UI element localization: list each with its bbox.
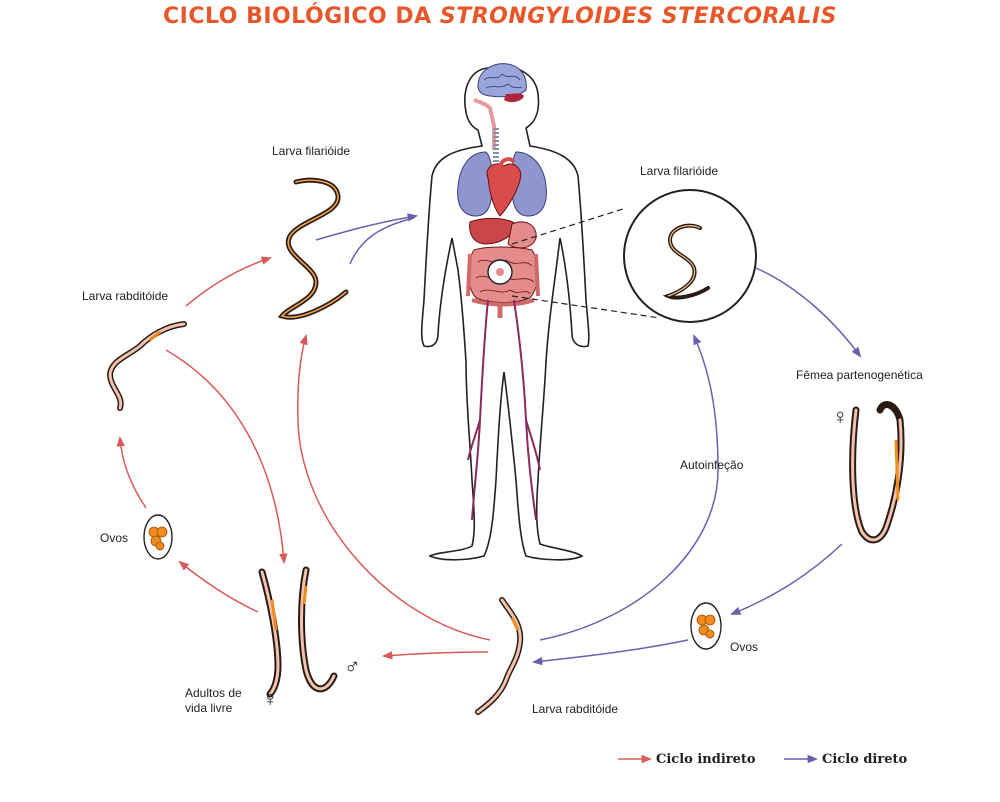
cerebellum <box>504 93 524 103</box>
leg-vessel-left <box>467 299 489 521</box>
arrow-zoom-to-female <box>755 267 862 358</box>
label-larva-filarioide-top: Larva filarióide <box>272 144 351 158</box>
intestine-focus-dot <box>496 268 504 276</box>
label-autoinfecao: Autoinfeção <box>680 458 744 472</box>
parthenogenetic-female <box>849 401 905 544</box>
brain <box>477 63 527 98</box>
arrow-larva-to-filar-long <box>297 333 491 641</box>
aorta <box>498 157 516 169</box>
leg-vessel-right <box>513 299 541 521</box>
label-larva-rabditoide-bottom: Larva rabditóide <box>532 702 619 716</box>
arrow-filar-tail-to-body <box>349 217 415 265</box>
brain-folds <box>483 73 523 89</box>
rhabditiform-larva-left <box>106 321 187 411</box>
arrow-adults-to-eggs <box>178 560 259 613</box>
zoom-circle <box>623 189 757 323</box>
arrow-larva-to-adults <box>381 651 489 660</box>
arrow-rhab-to-filar <box>185 256 272 307</box>
stomach <box>507 221 537 249</box>
human-body <box>420 63 590 561</box>
eggs-left <box>143 514 173 560</box>
label-ovos-left: Ovos <box>100 531 129 545</box>
heart <box>486 163 522 217</box>
title-main: CICLO BIOLÓGICO DA <box>163 4 440 29</box>
arrow-eggs-to-rhab <box>116 435 147 509</box>
filariform-larva-top <box>277 177 349 320</box>
female-symbol-bottom: ♀ <box>262 686 279 711</box>
legend-direct-label: Ciclo direto <box>822 751 908 767</box>
body-outline <box>420 65 590 561</box>
liver <box>469 217 517 245</box>
legend-indirect-label: Ciclo indireto <box>656 751 756 767</box>
zoom-larva-inner <box>667 225 701 297</box>
arrow-female-to-eggs <box>730 543 843 615</box>
label-larva-filarioide-right: Larva filarióide <box>640 164 719 178</box>
legend-indirect: Ciclo indireto <box>656 748 756 770</box>
diagram-title: CICLO BIOLÓGICO DA STRONGYLOIDES STERCOR… <box>0 4 1000 29</box>
female-symbol-top: ♀ <box>832 404 849 429</box>
label-larva-rabditoide-left: Larva rabditóide <box>82 289 169 303</box>
throat <box>473 98 496 150</box>
title-species: STRONGYLOIDES STERCORALIS <box>439 4 837 29</box>
label-ovos-right: Ovos <box>730 640 759 654</box>
male-symbol: ♂ <box>344 654 361 679</box>
arrow-eggs-to-larva <box>531 639 689 666</box>
free-living-adults <box>258 566 338 698</box>
arrow-autoinfection <box>539 334 719 641</box>
arrow-filar-to-body <box>315 213 419 241</box>
legend-direct: Ciclo direto <box>822 748 907 770</box>
label-adultos: Adultos de vida livre <box>185 686 242 715</box>
eggs-right <box>690 602 722 650</box>
arrow-rhab-to-adults <box>165 349 288 565</box>
large-intestine <box>466 253 540 307</box>
label-femea: Fêmea partenogenética <box>796 368 923 382</box>
rhabditiform-larva-bottom <box>475 597 524 715</box>
zoom-line-bottom <box>511 295 661 319</box>
